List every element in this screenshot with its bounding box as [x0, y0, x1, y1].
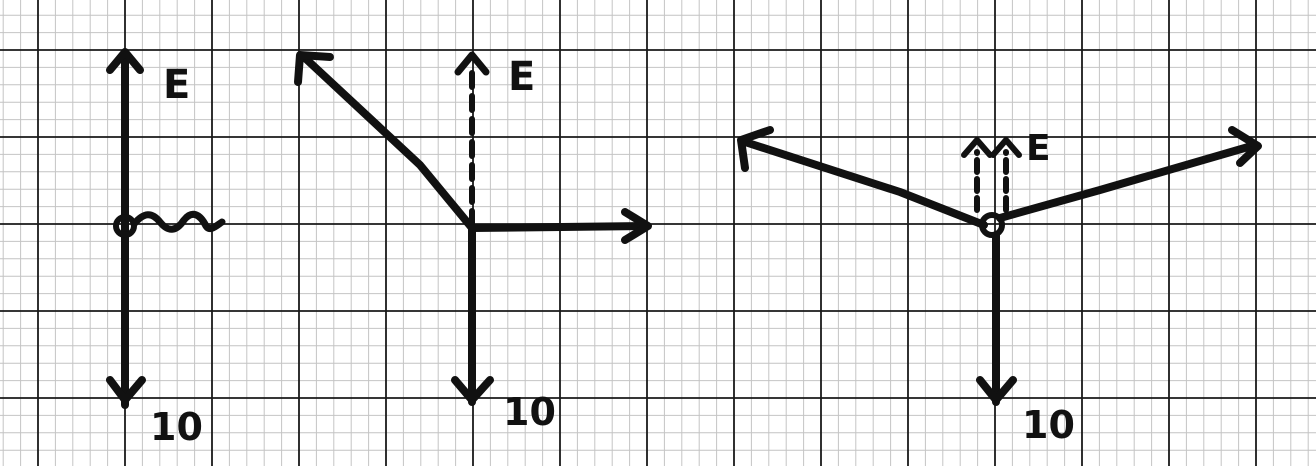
diagram-1-label-e: E	[163, 62, 190, 108]
diagram-3: E 10	[737, 126, 1262, 447]
diagram-1: E 10	[106, 48, 226, 449]
diagram-3-label-e: E	[1026, 128, 1051, 169]
diagram-3-up-arrowhead-left	[961, 137, 993, 158]
diagram-3-right-arrowhead	[1228, 126, 1262, 167]
diagram-2-down-arrowhead	[451, 376, 494, 404]
diagram-2-diagonal-line	[301, 54, 476, 232]
diagram-2-right-arrowhead	[621, 208, 652, 244]
diagram-3-up-arrowhead-right	[990, 137, 1022, 158]
diagram-1-wavy-line	[130, 210, 226, 233]
diagram-1-up-arrowhead	[106, 48, 144, 74]
diagram-1-down-arrowhead	[106, 376, 146, 404]
diagram-3-vertex	[979, 212, 1005, 238]
diagram-3-down-arrowhead	[976, 376, 1017, 404]
diagram-2-horizontal-line	[468, 222, 649, 232]
diagram-1-label-10: 10	[150, 405, 203, 449]
diagram-3-left-line	[741, 138, 988, 229]
diagram-3-left-arrowhead	[737, 126, 774, 172]
diagram-2-diagonal-arrowhead	[294, 51, 334, 86]
diagram-2-label-10: 10	[503, 390, 556, 434]
diagram-2-up-arrowhead	[454, 51, 490, 76]
diagram-2-label-e: E	[508, 54, 535, 100]
diagram-3-label-10: 10	[1022, 403, 1075, 447]
diagram-2: E 10	[294, 51, 652, 434]
diagram-3-right-line	[996, 141, 1259, 222]
